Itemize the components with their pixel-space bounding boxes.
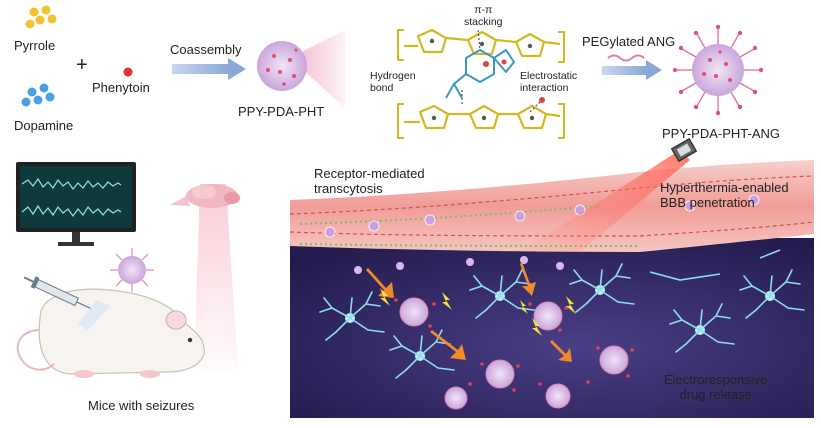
phenytoin-label: Phenytoin [92, 80, 150, 95]
syringe [23, 276, 92, 310]
ppy-pda-pht-nanoparticle [257, 30, 345, 108]
pegylated-ang-arrow [602, 54, 662, 80]
pyrrole-molecules [25, 5, 57, 29]
pi-stacking-label: π-π stacking [464, 4, 503, 28]
ppy-pda-pht-ang-label: PPY-PDA-PHT-ANG [662, 126, 780, 141]
pegylated-ang-label: PEGylated ANG [582, 34, 676, 49]
plus-sign: + [76, 54, 88, 76]
electroresponsive-label: Electroresponsive drug release [664, 372, 768, 402]
mouse-brain [170, 184, 240, 208]
dopamine-label: Dopamine [14, 118, 74, 133]
receptor-label: Receptor-mediated transcytosis [314, 166, 425, 196]
phenytoin-molecule [123, 67, 133, 77]
hyperthermia-label: Hyperthermia-enabled BBB penetration [660, 180, 789, 210]
coassembly-label: Coassembly [170, 42, 242, 57]
hydrogen-bond-label: Hydrogen bond [370, 70, 416, 94]
small-nanoparticle [110, 248, 154, 292]
eeg-monitor [16, 162, 136, 246]
laser-device [670, 137, 698, 163]
ppy-pda-pht-label: PPY-PDA-PHT [238, 104, 325, 119]
coassembly-arrow [172, 58, 246, 80]
ppy-pda-pht-ang-nanoparticle [672, 24, 764, 116]
light-cone [194, 184, 238, 370]
dopamine-molecules [21, 83, 55, 107]
electrostatic-label: Electrostatic interaction [520, 70, 578, 94]
interaction-structure [397, 28, 565, 139]
pyrrole-label: Pyrrole [14, 38, 56, 53]
mice-label: Mice with seizures [88, 398, 195, 413]
brain-tissue [289, 137, 815, 418]
mouse [16, 288, 205, 378]
